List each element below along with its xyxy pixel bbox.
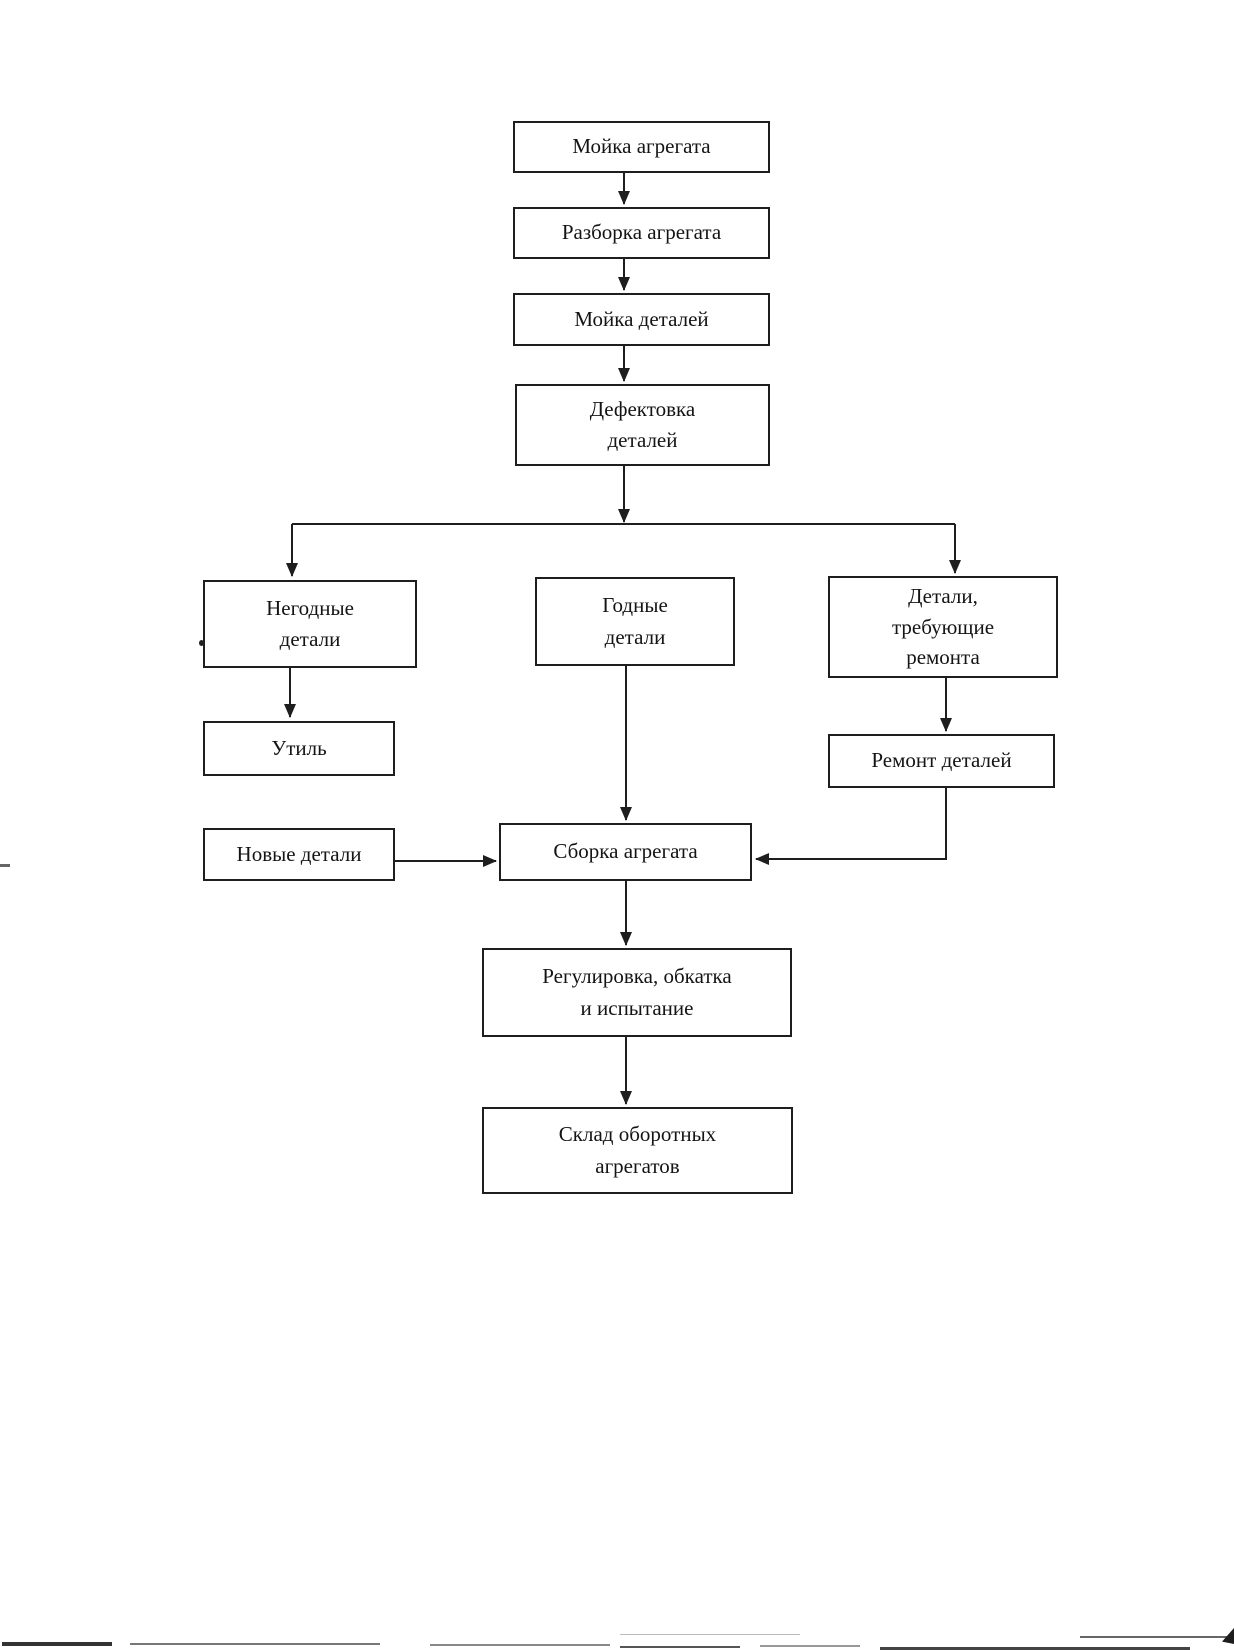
node-unit-assembly: Сборка агрегата <box>499 823 752 881</box>
node-rejected-parts: Негодные детали <box>203 580 417 668</box>
edge-repair-to-assembly <box>755 788 947 865</box>
scan-bottom-line-5 <box>760 1645 860 1647</box>
node-unit-washing: Мойка агрегата <box>513 121 770 173</box>
scan-bottom-line-2 <box>130 1643 380 1645</box>
node-scrap: Утиль <box>203 721 395 776</box>
scan-speck <box>199 640 204 646</box>
scan-bottom-line-4 <box>620 1646 740 1648</box>
scan-bottom-line-7 <box>1080 1636 1230 1638</box>
node-parts-inspection: Дефектовка деталей <box>515 384 770 466</box>
node-usable-parts: Годные детали <box>535 577 735 666</box>
scan-bottom-line-8 <box>620 1634 800 1635</box>
node-parts-needing-repair: Детали, требующие ремонта <box>828 576 1058 678</box>
node-adjustment-testing: Регулировка, обкатка и испытание <box>482 948 792 1037</box>
node-rebuilt-units-warehouse: Склад оборотных агрегатов <box>482 1107 793 1194</box>
node-unit-disassembly: Разборка агрегата <box>513 207 770 259</box>
scan-bottom-line-1 <box>2 1642 112 1646</box>
scan-bottom-line-3 <box>430 1644 610 1646</box>
node-new-parts: Новые детали <box>203 828 395 881</box>
node-parts-repair: Ремонт деталей <box>828 734 1055 788</box>
node-parts-washing: Мойка деталей <box>513 293 770 346</box>
scan-left-edge-dash <box>0 864 10 867</box>
scan-bottom-line-6 <box>880 1647 1190 1650</box>
